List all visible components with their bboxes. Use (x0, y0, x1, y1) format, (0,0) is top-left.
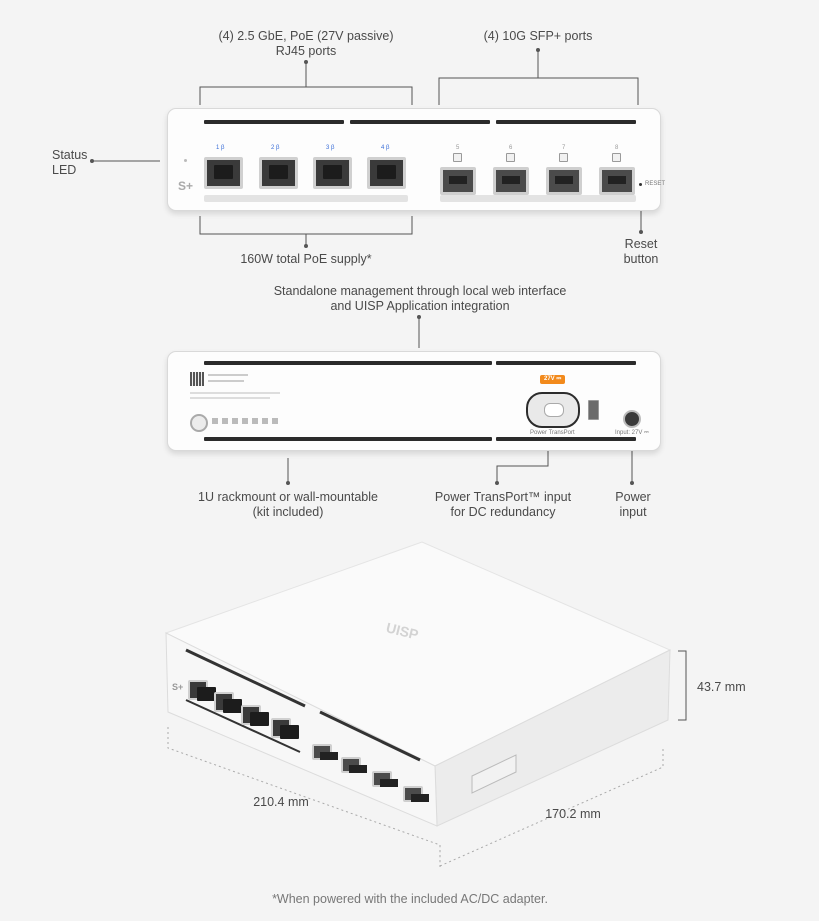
rackmount-line1: 1U rackmount or wall-mountable (198, 490, 378, 504)
iso-sfp-port[interactable] (372, 771, 398, 787)
port-label: 6 (509, 145, 513, 151)
power-transport-port[interactable] (526, 392, 580, 428)
lan-bar (204, 195, 408, 202)
front-panel: S+ 1 β 2 β 3 β 4 β 5 6 7 8 RESET (167, 108, 665, 211)
rj45-port-1[interactable] (204, 157, 243, 189)
reset-button[interactable] (639, 183, 642, 186)
rj45-port-4[interactable] (367, 157, 406, 189)
vent-slot (204, 437, 344, 441)
power-transport-callout: Power TransPort™ input for DC redundancy (423, 490, 583, 520)
sfp-led (559, 153, 568, 162)
iso-rj45-port[interactable] (188, 680, 216, 701)
iso-sfp-port[interactable] (341, 757, 367, 773)
port-label: 3 β (326, 145, 335, 151)
regulatory-text (190, 392, 280, 394)
certification-marks (212, 418, 278, 424)
port-label: 2 β (271, 145, 280, 151)
port-label: 4 β (381, 145, 390, 151)
management-line2: and UISP Application integration (330, 299, 510, 313)
reset-button-callout: Reset button (610, 237, 672, 267)
power-input-callout: Power input (602, 490, 664, 520)
management-line1: Standalone management through local web … (273, 284, 567, 298)
power-input-line1: Power (615, 490, 651, 504)
rear-panel: 27V ⎓ Power TransPort Input: 27V ⎓ (167, 351, 661, 451)
width-dimension: 210.4 mm (253, 795, 309, 809)
vent-slot (204, 120, 344, 124)
transport-line2: for DC redundancy (450, 505, 556, 519)
vent-slot (342, 361, 492, 365)
transport-line1: Power TransPort™ input (434, 490, 572, 504)
power-input-line2: input (619, 505, 647, 519)
rackmount-line2: (kit included) (252, 505, 324, 519)
poe-supply-callout: 160W total PoE supply* (240, 252, 372, 266)
sfp-port-8[interactable] (599, 167, 635, 195)
iso-rj45-port[interactable] (271, 718, 299, 739)
vent-slot (185, 648, 306, 708)
regulatory-text (190, 397, 270, 399)
iso-rj45-port[interactable] (241, 705, 269, 726)
reset-label: RESET (645, 181, 666, 187)
rj45-port-2[interactable] (259, 157, 298, 189)
footnote: *When powered with the included AC/DC ad… (272, 892, 548, 906)
vent-slot (496, 361, 636, 365)
sfp-bar (440, 195, 636, 202)
sfp-port-6[interactable] (493, 167, 529, 195)
port-label: 5 (456, 145, 460, 151)
dc-power-jack[interactable] (623, 410, 641, 428)
sfp-led (453, 153, 462, 162)
reset-line2: button (623, 252, 659, 266)
rj45-ports-line2: RJ45 ports (275, 44, 337, 58)
vent-slot (350, 120, 490, 124)
dc-input-label: Input: 27V ⎓ (615, 430, 649, 436)
vent-slot (496, 120, 636, 124)
port-label: 1 β (216, 145, 225, 151)
vent-slot (204, 361, 344, 365)
status-led-line1: Status (52, 148, 88, 162)
vent-slot (342, 437, 492, 441)
brand-mark: S+ (178, 179, 194, 193)
iso-brand-mark: S+ (172, 682, 184, 692)
iso-sfp-port[interactable] (403, 786, 429, 802)
port-label: 7 (562, 145, 566, 151)
vent-slot (319, 710, 421, 762)
transport-label: Power TransPort (530, 430, 575, 436)
voltage-badge: 27V ⎓ (540, 375, 566, 384)
vent-slot (496, 437, 636, 441)
sfp-led (506, 153, 515, 162)
sfp-port-7[interactable] (546, 167, 582, 195)
status-led-callout: Status LED (52, 148, 87, 178)
device-front-face (165, 632, 438, 827)
sfp-led (612, 153, 621, 162)
transport-socket (544, 403, 564, 417)
status-led (184, 159, 187, 162)
iso-rj45-port[interactable] (214, 692, 242, 713)
side-handle (471, 754, 517, 794)
power-switch[interactable] (588, 400, 599, 420)
regulatory-text (208, 374, 248, 376)
rj45-port-3[interactable] (313, 157, 352, 189)
rackmount-callout: 1U rackmount or wall-mountable (kit incl… (188, 490, 388, 520)
sfp-ports-callout: (4) 10G SFP+ ports (483, 29, 593, 43)
port-label: 8 (615, 145, 619, 151)
status-led-line2: LED (52, 163, 77, 177)
iso-sfp-port[interactable] (312, 744, 338, 760)
management-callout: Standalone management through local web … (250, 284, 590, 314)
reset-line1: Reset (624, 237, 658, 251)
vent-slot (185, 699, 301, 753)
qr-code (190, 372, 204, 386)
rj45-ports-callout: (4) 2.5 GbE, PoE (27V passive) RJ45 port… (206, 29, 406, 59)
ground-screw (190, 414, 208, 432)
rj45-ports-line1: (4) 2.5 GbE, PoE (27V passive) (218, 29, 394, 43)
regulatory-text (208, 380, 244, 382)
height-dimension: 43.7 mm (697, 680, 746, 694)
sfp-port-5[interactable] (440, 167, 476, 195)
depth-dimension: 170.2 mm (545, 807, 601, 821)
